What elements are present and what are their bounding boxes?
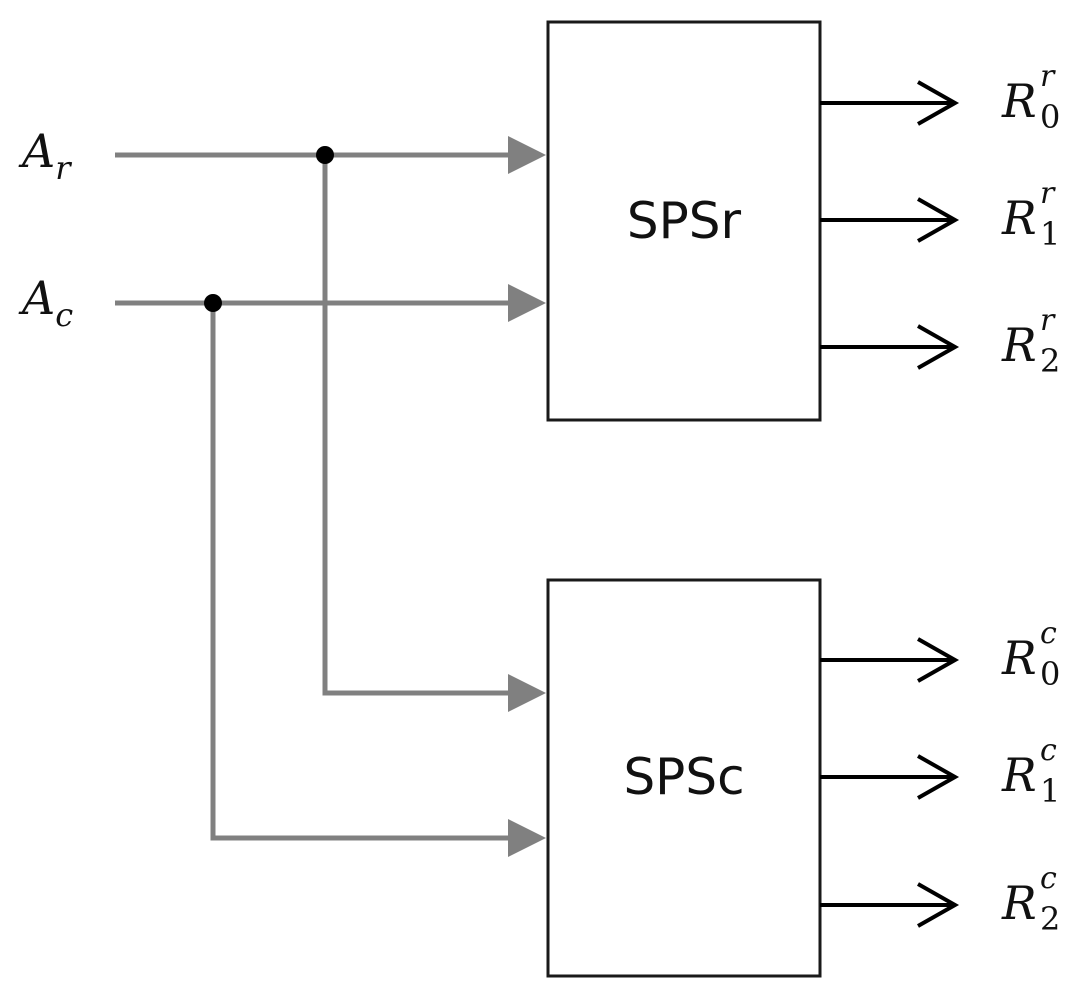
block-spsr: SPSr bbox=[546, 20, 822, 422]
output-label-c1-sup: c bbox=[1040, 733, 1057, 768]
input-label-ac-base: A bbox=[18, 271, 55, 325]
input-label-ac-sub: c bbox=[55, 296, 73, 334]
output-label-r2-sub: 2 bbox=[1040, 342, 1060, 380]
block-spsc-box bbox=[546, 578, 822, 978]
output-label-c2: R c 2 bbox=[1001, 861, 1062, 938]
output-label-r2: R r 2 bbox=[1001, 303, 1060, 380]
output-label-r1: R r 1 bbox=[1001, 176, 1060, 253]
output-arrowhead-c2 bbox=[917, 882, 960, 928]
block-spsr-box bbox=[546, 20, 822, 422]
output-label-r1-sup: r bbox=[1040, 176, 1056, 211]
input-label-ar-sub: r bbox=[55, 149, 72, 187]
output-label-c2-sup: c bbox=[1040, 861, 1057, 896]
output-label-c1: R c 1 bbox=[1001, 733, 1062, 810]
output-label-r0-base: R bbox=[1001, 74, 1037, 128]
block-spsr-label: SPSr bbox=[627, 192, 742, 250]
output-label-r0-sup: r bbox=[1040, 59, 1056, 94]
junction-dot-ar bbox=[316, 146, 334, 164]
output-label-c0-base: R bbox=[1001, 631, 1037, 685]
output-arrowhead-r1 bbox=[917, 197, 960, 243]
output-label-c1-base: R bbox=[1001, 748, 1037, 802]
output-label-r1-sub: 1 bbox=[1040, 215, 1060, 253]
arrowhead-ac-spsc bbox=[508, 819, 546, 857]
input-wires bbox=[115, 136, 546, 857]
block-spsc: SPSc bbox=[546, 578, 822, 978]
output-label-r2-base: R bbox=[1001, 318, 1037, 372]
output-label-r0: R r 0 bbox=[1001, 59, 1060, 136]
output-arrowhead-r0 bbox=[917, 80, 960, 126]
output-wires-spsc bbox=[820, 637, 960, 928]
arrowhead-ac-spsr bbox=[508, 284, 546, 322]
input-label-ac: Ac bbox=[18, 271, 73, 334]
output-arrowhead-r2 bbox=[917, 324, 960, 370]
output-label-r0-sub: 0 bbox=[1040, 98, 1060, 136]
wire-ar-to-spsc bbox=[322, 155, 512, 696]
output-label-r1-base: R bbox=[1001, 191, 1037, 245]
wire-ac-to-spsc bbox=[210, 303, 512, 841]
arrowhead-ar-spsc bbox=[508, 674, 546, 712]
output-label-r2-sup: r bbox=[1040, 303, 1056, 338]
output-wires-spsr bbox=[820, 80, 960, 370]
block-spsc-label: SPSc bbox=[623, 748, 744, 806]
output-label-c0: R c 0 bbox=[1001, 616, 1062, 693]
junction-dot-ac bbox=[204, 294, 222, 312]
output-label-c0-sup: c bbox=[1040, 616, 1057, 651]
input-label-ar-base: A bbox=[18, 124, 55, 178]
output-arrowhead-c0 bbox=[917, 637, 960, 683]
input-label-ar: Ar bbox=[18, 124, 72, 187]
output-label-c1-sub: 1 bbox=[1040, 772, 1060, 810]
output-label-c2-sub: 2 bbox=[1040, 900, 1060, 938]
output-arrowhead-c1 bbox=[917, 754, 960, 800]
arrowhead-ar-spsr bbox=[508, 136, 546, 174]
output-label-c0-sub: 0 bbox=[1040, 655, 1060, 693]
output-label-c2-base: R bbox=[1001, 876, 1037, 930]
